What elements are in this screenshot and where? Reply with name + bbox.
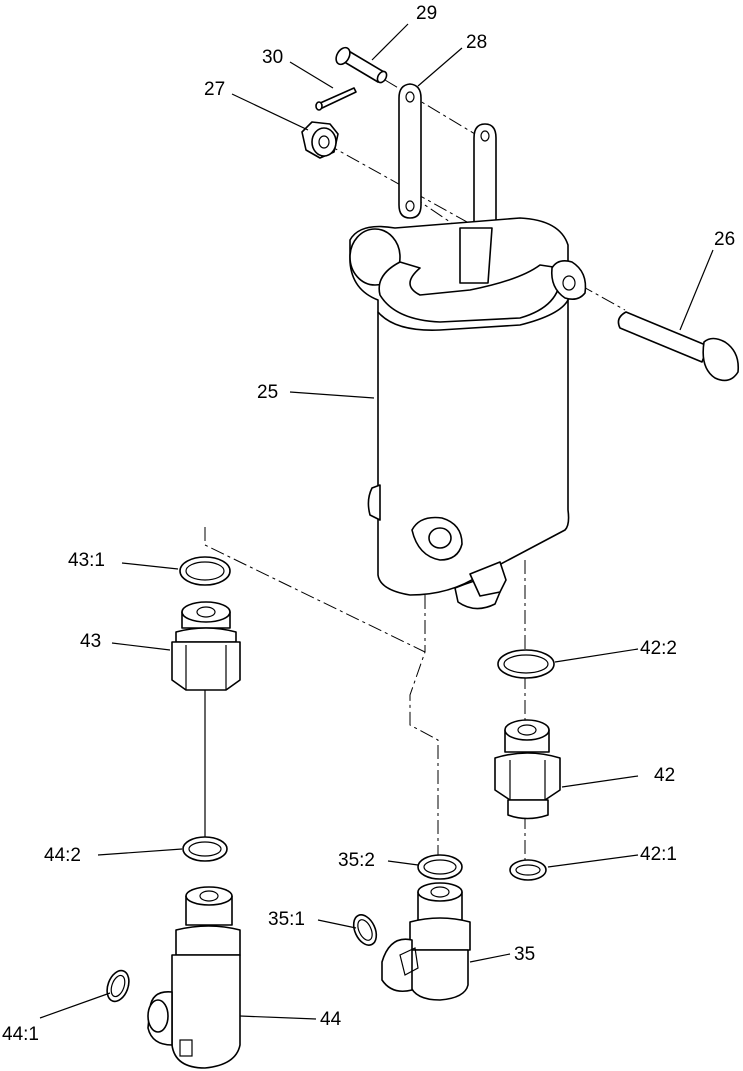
callout-26: 26	[714, 229, 735, 250]
callout-43-1: 43:1	[68, 550, 105, 571]
callout-42-2: 42:2	[640, 638, 677, 659]
clevis-pin-29	[335, 46, 388, 84]
o-ring-43-1	[179, 556, 231, 586]
callout-42-1: 42:1	[640, 844, 677, 865]
callout-35: 35	[514, 944, 535, 965]
callout-25: 25	[257, 382, 278, 403]
adapter-fitting-43	[171, 601, 241, 691]
callout-44-1: 44:1	[2, 1024, 39, 1045]
valve-body-25	[349, 217, 587, 610]
callout-35-1: 35:1	[268, 909, 305, 930]
cotter-pin-30	[315, 87, 357, 111]
callout-35-2: 35:2	[338, 850, 375, 871]
callout-44-2: 44:2	[44, 845, 81, 866]
callout-27: 27	[204, 79, 225, 100]
elbow-fitting-44	[147, 886, 241, 1069]
leader-lines	[39, 23, 714, 1020]
callout-labels: 29 30 27 28 26 25 43:1 43 42:2 42 42:1 4…	[2, 3, 735, 1045]
link-28-front	[398, 83, 422, 219]
callout-42: 42	[654, 765, 675, 786]
callout-29: 29	[416, 3, 437, 24]
callout-44: 44	[320, 1009, 342, 1030]
o-ring-42-1	[509, 859, 547, 881]
o-ring-44-1	[106, 969, 130, 1003]
o-ring-44-2	[182, 836, 228, 862]
callout-43: 43	[80, 631, 101, 652]
callout-28: 28	[466, 32, 487, 53]
o-ring-35-1	[352, 914, 378, 946]
callout-30: 30	[262, 47, 283, 68]
adapter-fitting-42	[494, 719, 561, 820]
bushing-27	[301, 121, 339, 159]
o-ring-42-2	[497, 649, 555, 679]
o-ring-35-2	[417, 854, 463, 880]
elbow-fitting-35	[381, 882, 471, 1001]
pin-26	[617, 311, 740, 382]
